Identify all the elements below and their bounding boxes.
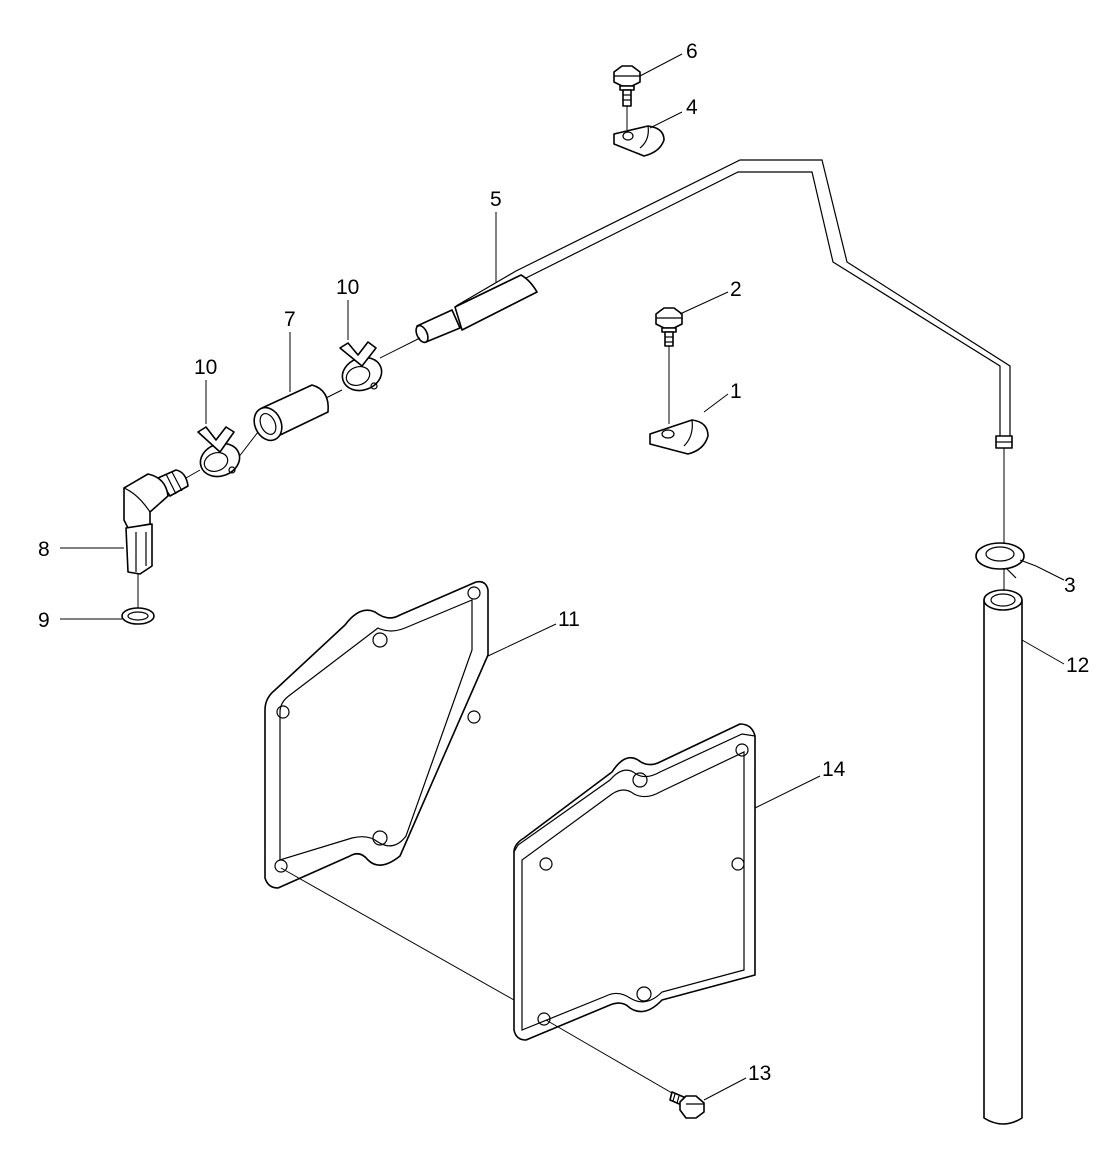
callout-6: 6 bbox=[686, 40, 698, 63]
part-14-cover-plate bbox=[513, 723, 756, 1041]
callout-7: 7 bbox=[284, 308, 296, 331]
part-2-bolt bbox=[655, 307, 683, 347]
part-4-clip bbox=[613, 125, 665, 157]
leader-6 bbox=[639, 53, 683, 77]
callout-10-lower: 10 bbox=[194, 356, 217, 379]
callout-2: 2 bbox=[730, 278, 742, 301]
leader-12 bbox=[1021, 639, 1065, 665]
part-7-hose bbox=[253, 384, 329, 442]
assembly-line-clamp-to-tube bbox=[379, 337, 421, 359]
assembly-line-clamp-to-hose bbox=[237, 431, 259, 459]
part-8-elbow-fitting bbox=[123, 469, 189, 575]
part-9-o-ring bbox=[121, 607, 155, 625]
leader-3 bbox=[1035, 565, 1065, 581]
part-11-gasket bbox=[264, 580, 489, 889]
callout-9: 9 bbox=[38, 609, 50, 632]
leader-11 bbox=[487, 623, 557, 657]
callout-leaders bbox=[60, 53, 1065, 1101]
assembly-line-gasket-to-plate bbox=[280, 867, 515, 1001]
part-5-tube bbox=[415, 159, 1013, 449]
callout-1: 1 bbox=[730, 380, 742, 403]
part-10-hose-clamp-lower bbox=[197, 426, 241, 478]
assembly-line-plate-to-bolt bbox=[545, 1019, 685, 1101]
leader-4 bbox=[649, 111, 683, 129]
callout-13: 13 bbox=[748, 1062, 771, 1085]
callout-5: 5 bbox=[490, 188, 502, 211]
callout-labels: 6 4 5 2 1 10 7 10 8 9 11 14 13 3 12 bbox=[38, 40, 1089, 1085]
part-1-clip bbox=[649, 419, 709, 455]
part-10-hose-clamp-upper bbox=[339, 341, 383, 392]
part-13-bolt bbox=[669, 1091, 705, 1119]
assembly-line-elbow-to-clamp bbox=[185, 469, 201, 479]
leader-1 bbox=[703, 393, 729, 413]
callout-10-upper: 10 bbox=[336, 276, 359, 299]
leader-13 bbox=[703, 1077, 747, 1101]
part-12-pipe bbox=[983, 589, 1023, 1125]
part-3-clip-ring bbox=[975, 542, 1037, 579]
assembly-line-hose-to-clamp bbox=[325, 389, 343, 399]
callout-14: 14 bbox=[822, 758, 846, 781]
callout-8: 8 bbox=[38, 538, 50, 561]
part-6-bolt bbox=[613, 65, 641, 107]
callout-11: 11 bbox=[558, 608, 580, 631]
leader-2 bbox=[679, 291, 729, 315]
callout-3: 3 bbox=[1064, 574, 1076, 597]
callout-12: 12 bbox=[1066, 654, 1089, 677]
leader-14 bbox=[754, 775, 821, 809]
callout-4: 4 bbox=[686, 96, 698, 119]
